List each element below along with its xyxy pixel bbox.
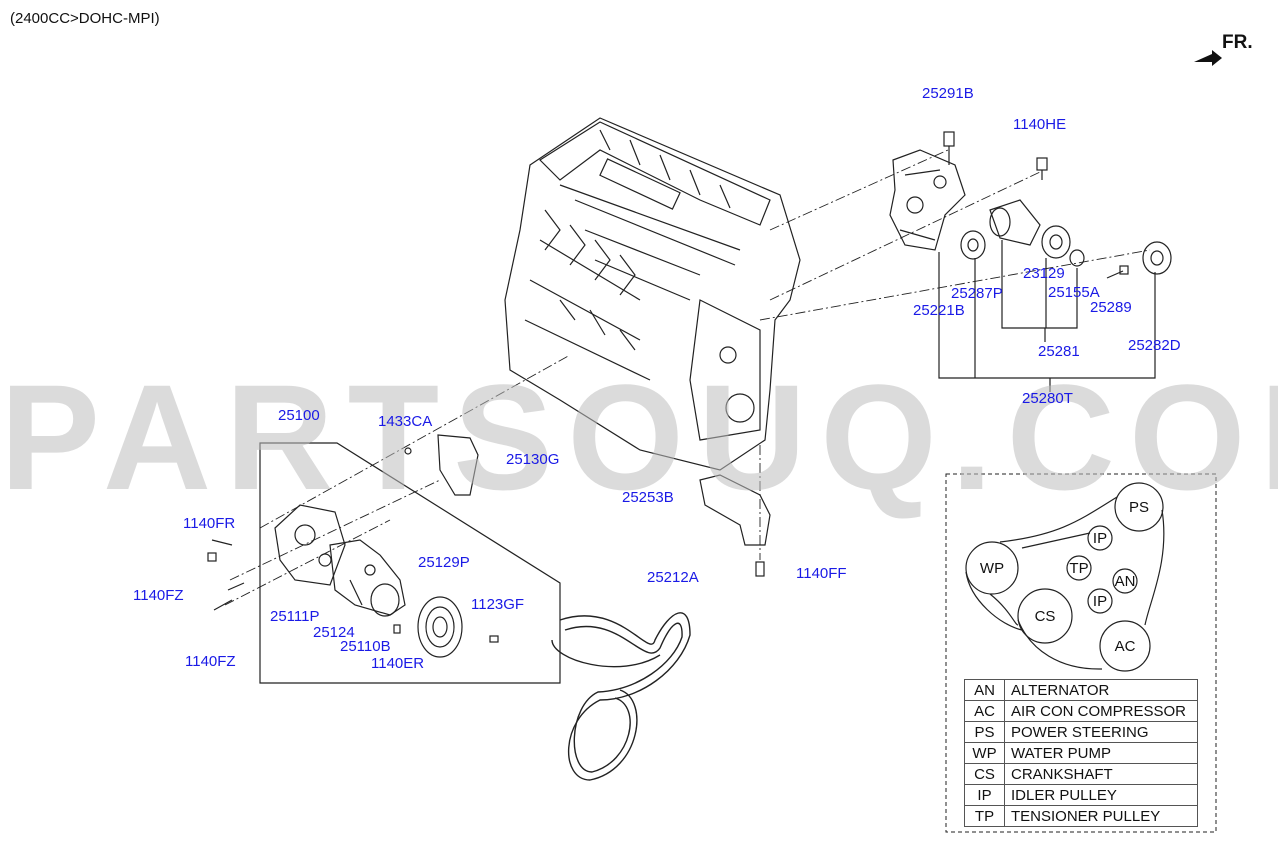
belt-label-ip-upper: IP [1092, 530, 1108, 547]
part-link-1140FF[interactable]: 1140FF [796, 565, 847, 582]
legend-abbreviation: TP [964, 805, 1005, 827]
part-link-25100[interactable]: 25100 [278, 407, 320, 424]
belt-label-ip-lower: IP [1092, 593, 1108, 610]
part-link-25110B[interactable]: 25110B [340, 638, 391, 655]
belt-label-an: AN [1114, 573, 1136, 590]
part-link-25253B[interactable]: 25253B [622, 489, 674, 506]
legend-component-name: TENSIONER PULLEY [1004, 805, 1198, 827]
part-link-25289[interactable]: 25289 [1090, 299, 1132, 316]
legend-abbreviation: AN [964, 679, 1005, 701]
legend-component-name: AIR CON COMPRESSOR [1004, 700, 1198, 722]
part-link-25281[interactable]: 25281 [1038, 343, 1080, 360]
part-link-25111P[interactable]: 25111P [270, 608, 320, 625]
legend-abbreviation: CS [964, 763, 1005, 785]
part-link-1140ER[interactable]: 1140ER [371, 655, 425, 672]
part-link-1140FR[interactable]: 1140FR [183, 515, 236, 532]
front-direction-label: FR. [1222, 32, 1253, 53]
part-link-25280T[interactable]: 25280T [1022, 390, 1073, 407]
belt-label-wp: WP [979, 560, 1005, 577]
belt-label-cs: CS [1034, 608, 1056, 625]
part-link-25129P[interactable]: 25129P [418, 554, 470, 571]
belt-routing-panel [945, 473, 1217, 833]
tensioner-bracket-drawing [889, 131, 1172, 279]
part-link-25124[interactable]: 25124 [313, 624, 355, 641]
part-link-23129[interactable]: 23129 [1023, 265, 1065, 282]
belt-label-ac: AC [1114, 638, 1136, 655]
part-link-25212A[interactable]: 25212A [647, 569, 699, 586]
legend-abbreviation: AC [964, 700, 1005, 722]
engine-block-drawing [504, 117, 801, 471]
part-link-25221B[interactable]: 25221B [913, 302, 965, 319]
part-link-25282D[interactable]: 25282D [1128, 337, 1181, 354]
legend-component-name: CRANKSHAFT [1004, 763, 1198, 785]
serpentine-belt-drawing [551, 612, 691, 781]
belt-label-tp: TP [1069, 560, 1089, 577]
belt-routing-diagram [965, 482, 1165, 672]
water-pump-group-frame [259, 442, 561, 684]
water-pump-drawing [274, 504, 406, 617]
legend-component-name: IDLER PULLEY [1004, 784, 1198, 806]
engine-variant-label: (2400CC>DOHC-MPI) [10, 10, 160, 27]
part-link-25287P[interactable]: 25287P [951, 285, 1003, 302]
part-link-1140FZ-lower[interactable]: 1140FZ [185, 653, 236, 670]
part-link-1140HE[interactable]: 1140HE [1013, 116, 1067, 133]
legend-abbreviation: PS [964, 721, 1005, 743]
part-link-1433CA[interactable]: 1433CA [378, 413, 433, 430]
part-link-1123GF[interactable]: 1123GF [471, 596, 525, 613]
part-link-1140FZ-upper[interactable]: 1140FZ [133, 587, 184, 604]
legend-component-name: WATER PUMP [1004, 742, 1198, 764]
legend-abbreviation: IP [964, 784, 1005, 806]
part-link-25155A[interactable]: 25155A [1048, 284, 1100, 301]
part-link-25291B[interactable]: 25291B [922, 85, 974, 102]
legend-abbreviation: WP [964, 742, 1005, 764]
part-link-25130G[interactable]: 25130G [506, 451, 560, 468]
legend-component-name: POWER STEERING [1004, 721, 1198, 743]
front-arrow-icon [1194, 50, 1222, 66]
legend-component-name: ALTERNATOR [1004, 679, 1198, 701]
belt-label-ps: PS [1128, 499, 1149, 516]
